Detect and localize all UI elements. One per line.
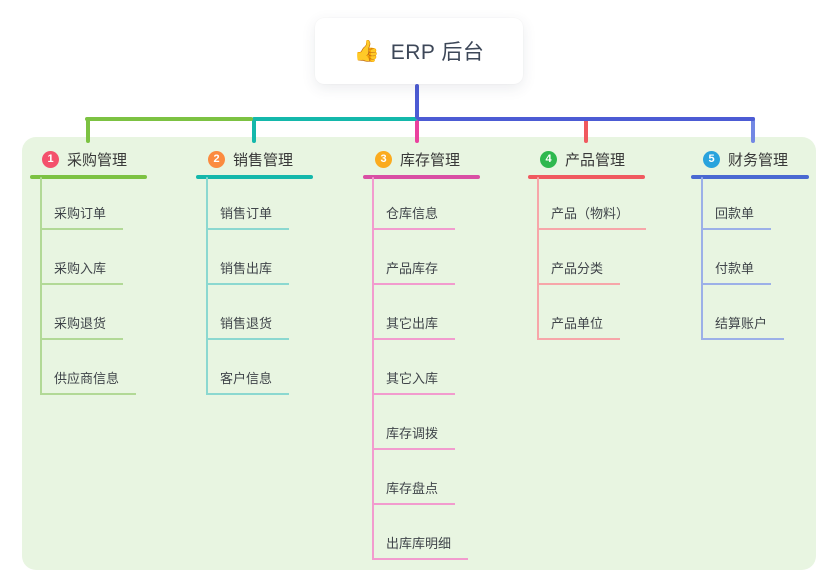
- child-label: 客户信息: [220, 371, 273, 386]
- branch-label: 财务管理: [728, 151, 789, 169]
- branch-number-badge: 3: [375, 150, 392, 168]
- branch-spine: [701, 177, 703, 340]
- root-connector: [415, 84, 419, 119]
- branch-underline: [363, 175, 480, 179]
- branch-label: 采购管理: [67, 151, 128, 169]
- child-item[interactable]: 采购订单: [40, 204, 124, 230]
- child-item[interactable]: 采购入库: [40, 259, 124, 285]
- child-label: 采购退货: [54, 316, 107, 331]
- branch-number-badge: 4: [540, 150, 557, 168]
- branch-underline: [30, 175, 147, 179]
- child-item[interactable]: 销售退货: [206, 314, 290, 340]
- child-item[interactable]: 出库库明细: [372, 534, 469, 560]
- branch-spine: [40, 177, 42, 395]
- branch-header[interactable]: 2 销售管理: [208, 149, 293, 169]
- child-item[interactable]: 供应商信息: [40, 369, 137, 395]
- child-item[interactable]: 销售订单: [206, 204, 290, 230]
- branch-underline: [528, 175, 645, 179]
- child-item[interactable]: 产品（物料）: [537, 204, 647, 230]
- child-item[interactable]: 客户信息: [206, 369, 290, 395]
- child-label: 回款单: [715, 206, 755, 221]
- bus-segment: [417, 117, 755, 121]
- branch-spine: [206, 177, 208, 395]
- branch-underline: [196, 175, 313, 179]
- root-node[interactable]: 👍 ERP 后台: [315, 18, 523, 84]
- branch-number-badge: 5: [703, 150, 720, 168]
- branch-drop: [86, 117, 90, 143]
- branch-number-badge: 2: [208, 150, 225, 168]
- child-item[interactable]: 采购退货: [40, 314, 124, 340]
- branch-label: 库存管理: [400, 151, 461, 169]
- child-label: 采购订单: [54, 206, 107, 221]
- thumbs-up-icon: 👍: [353, 39, 380, 63]
- branch-header[interactable]: 1 采购管理: [42, 149, 127, 169]
- branch-drop: [751, 117, 755, 143]
- child-item[interactable]: 产品分类: [537, 259, 621, 285]
- branch-header[interactable]: 5 财务管理: [703, 149, 788, 169]
- child-item[interactable]: 库存盘点: [372, 479, 456, 505]
- child-label: 仓库信息: [386, 206, 439, 221]
- branch-panel: [22, 137, 816, 570]
- child-label: 销售出库: [220, 261, 273, 276]
- branch-spine: [372, 177, 374, 560]
- child-label: 付款单: [715, 261, 755, 276]
- child-label: 其它入库: [386, 371, 439, 386]
- child-label: 产品分类: [551, 261, 604, 276]
- child-label: 产品（物料）: [551, 206, 630, 221]
- branch-label: 销售管理: [233, 151, 294, 169]
- root-title: ERP 后台: [390, 41, 485, 64]
- child-label: 库存盘点: [386, 481, 439, 496]
- child-item[interactable]: 库存调拨: [372, 424, 456, 450]
- child-label: 销售退货: [220, 316, 273, 331]
- child-label: 其它出库: [386, 316, 439, 331]
- branch-number-badge: 1: [42, 150, 59, 168]
- branch-drop: [584, 117, 588, 143]
- child-label: 结算账户: [715, 316, 768, 331]
- child-label: 出库库明细: [386, 536, 452, 551]
- branch-spine: [537, 177, 539, 340]
- bus-segment: [85, 117, 253, 121]
- child-label: 产品单位: [551, 316, 604, 331]
- branch-underline: [691, 175, 809, 179]
- child-label: 采购入库: [54, 261, 107, 276]
- child-item[interactable]: 产品单位: [537, 314, 621, 340]
- child-label: 产品库存: [386, 261, 439, 276]
- child-item[interactable]: 销售出库: [206, 259, 290, 285]
- child-item[interactable]: 仓库信息: [372, 204, 456, 230]
- branch-drop: [252, 117, 256, 143]
- child-label: 库存调拨: [386, 426, 439, 441]
- branch-header[interactable]: 4 产品管理: [540, 149, 625, 169]
- child-item[interactable]: 其它入库: [372, 369, 456, 395]
- child-label: 供应商信息: [54, 371, 120, 386]
- child-item[interactable]: 产品库存: [372, 259, 456, 285]
- child-item[interactable]: 回款单: [701, 204, 772, 230]
- branch-header[interactable]: 3 库存管理: [375, 149, 460, 169]
- child-item[interactable]: 付款单: [701, 259, 772, 285]
- child-label: 销售订单: [220, 206, 273, 221]
- bus-segment: [253, 117, 417, 121]
- branch-drop: [415, 117, 419, 143]
- branch-label: 产品管理: [565, 151, 626, 169]
- child-item[interactable]: 其它出库: [372, 314, 456, 340]
- child-item[interactable]: 结算账户: [701, 314, 785, 340]
